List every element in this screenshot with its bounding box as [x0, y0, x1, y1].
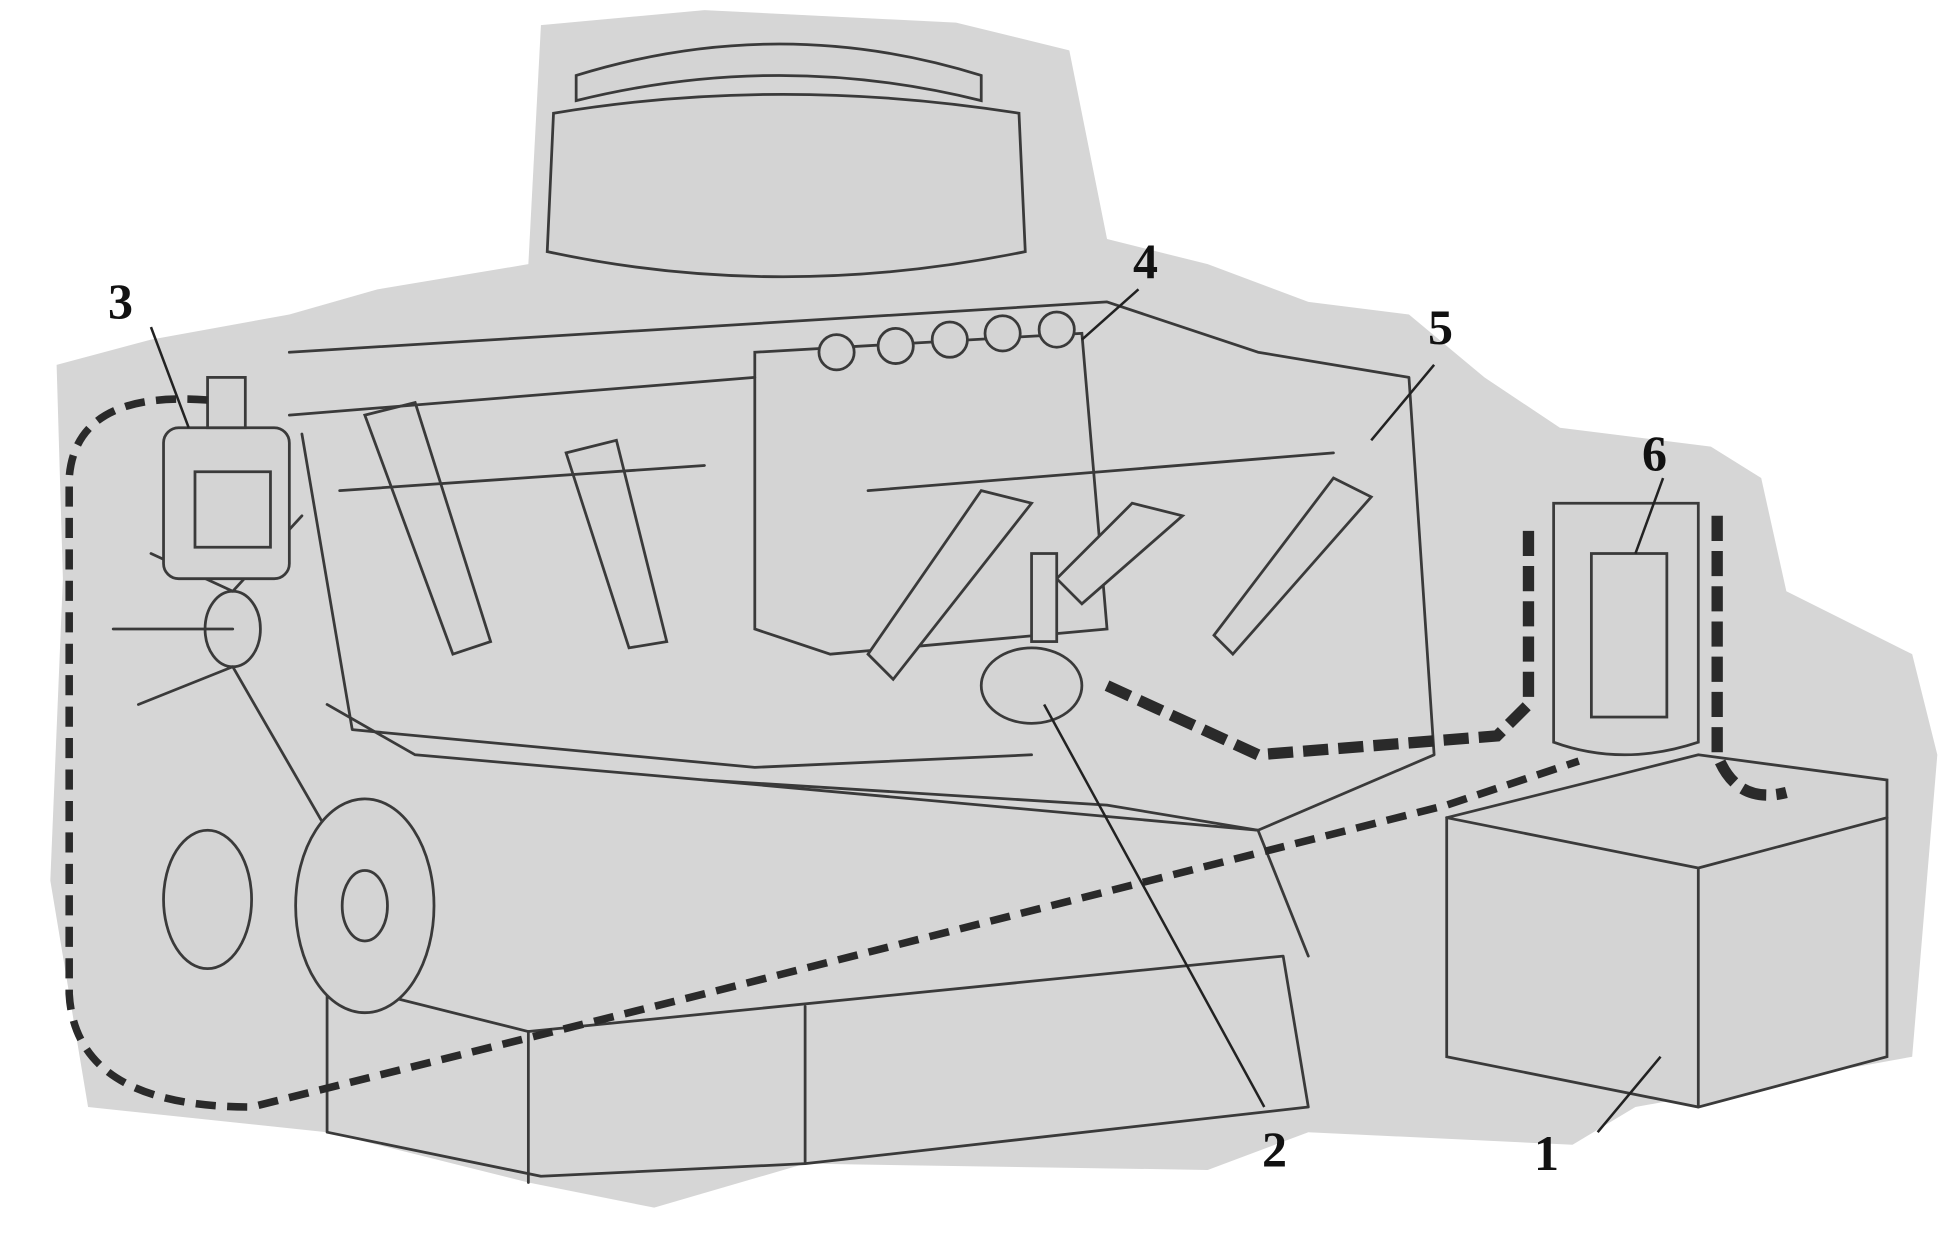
label-6: 6	[1642, 425, 1667, 481]
return-line	[65, 395, 1580, 1111]
label-3: 3	[108, 273, 133, 329]
pulleys	[162, 797, 436, 1015]
fuel-tank	[1445, 753, 1889, 1109]
label-4: 4	[1133, 233, 1158, 289]
air-cleaner	[545, 42, 1027, 279]
fuel-feed-pump	[979, 552, 1084, 725]
supply-line	[1104, 528, 1535, 761]
injectors	[362, 400, 1374, 682]
injection-pump	[753, 310, 1109, 656]
label-1: 1	[1534, 1125, 1559, 1181]
label-5: 5	[1428, 299, 1453, 355]
label-2: 2	[1262, 1121, 1287, 1177]
fan	[111, 514, 329, 832]
fuel-filter-fine	[1552, 501, 1700, 757]
engine-block	[287, 300, 1436, 1184]
fuel-filter-coarse	[162, 376, 291, 581]
